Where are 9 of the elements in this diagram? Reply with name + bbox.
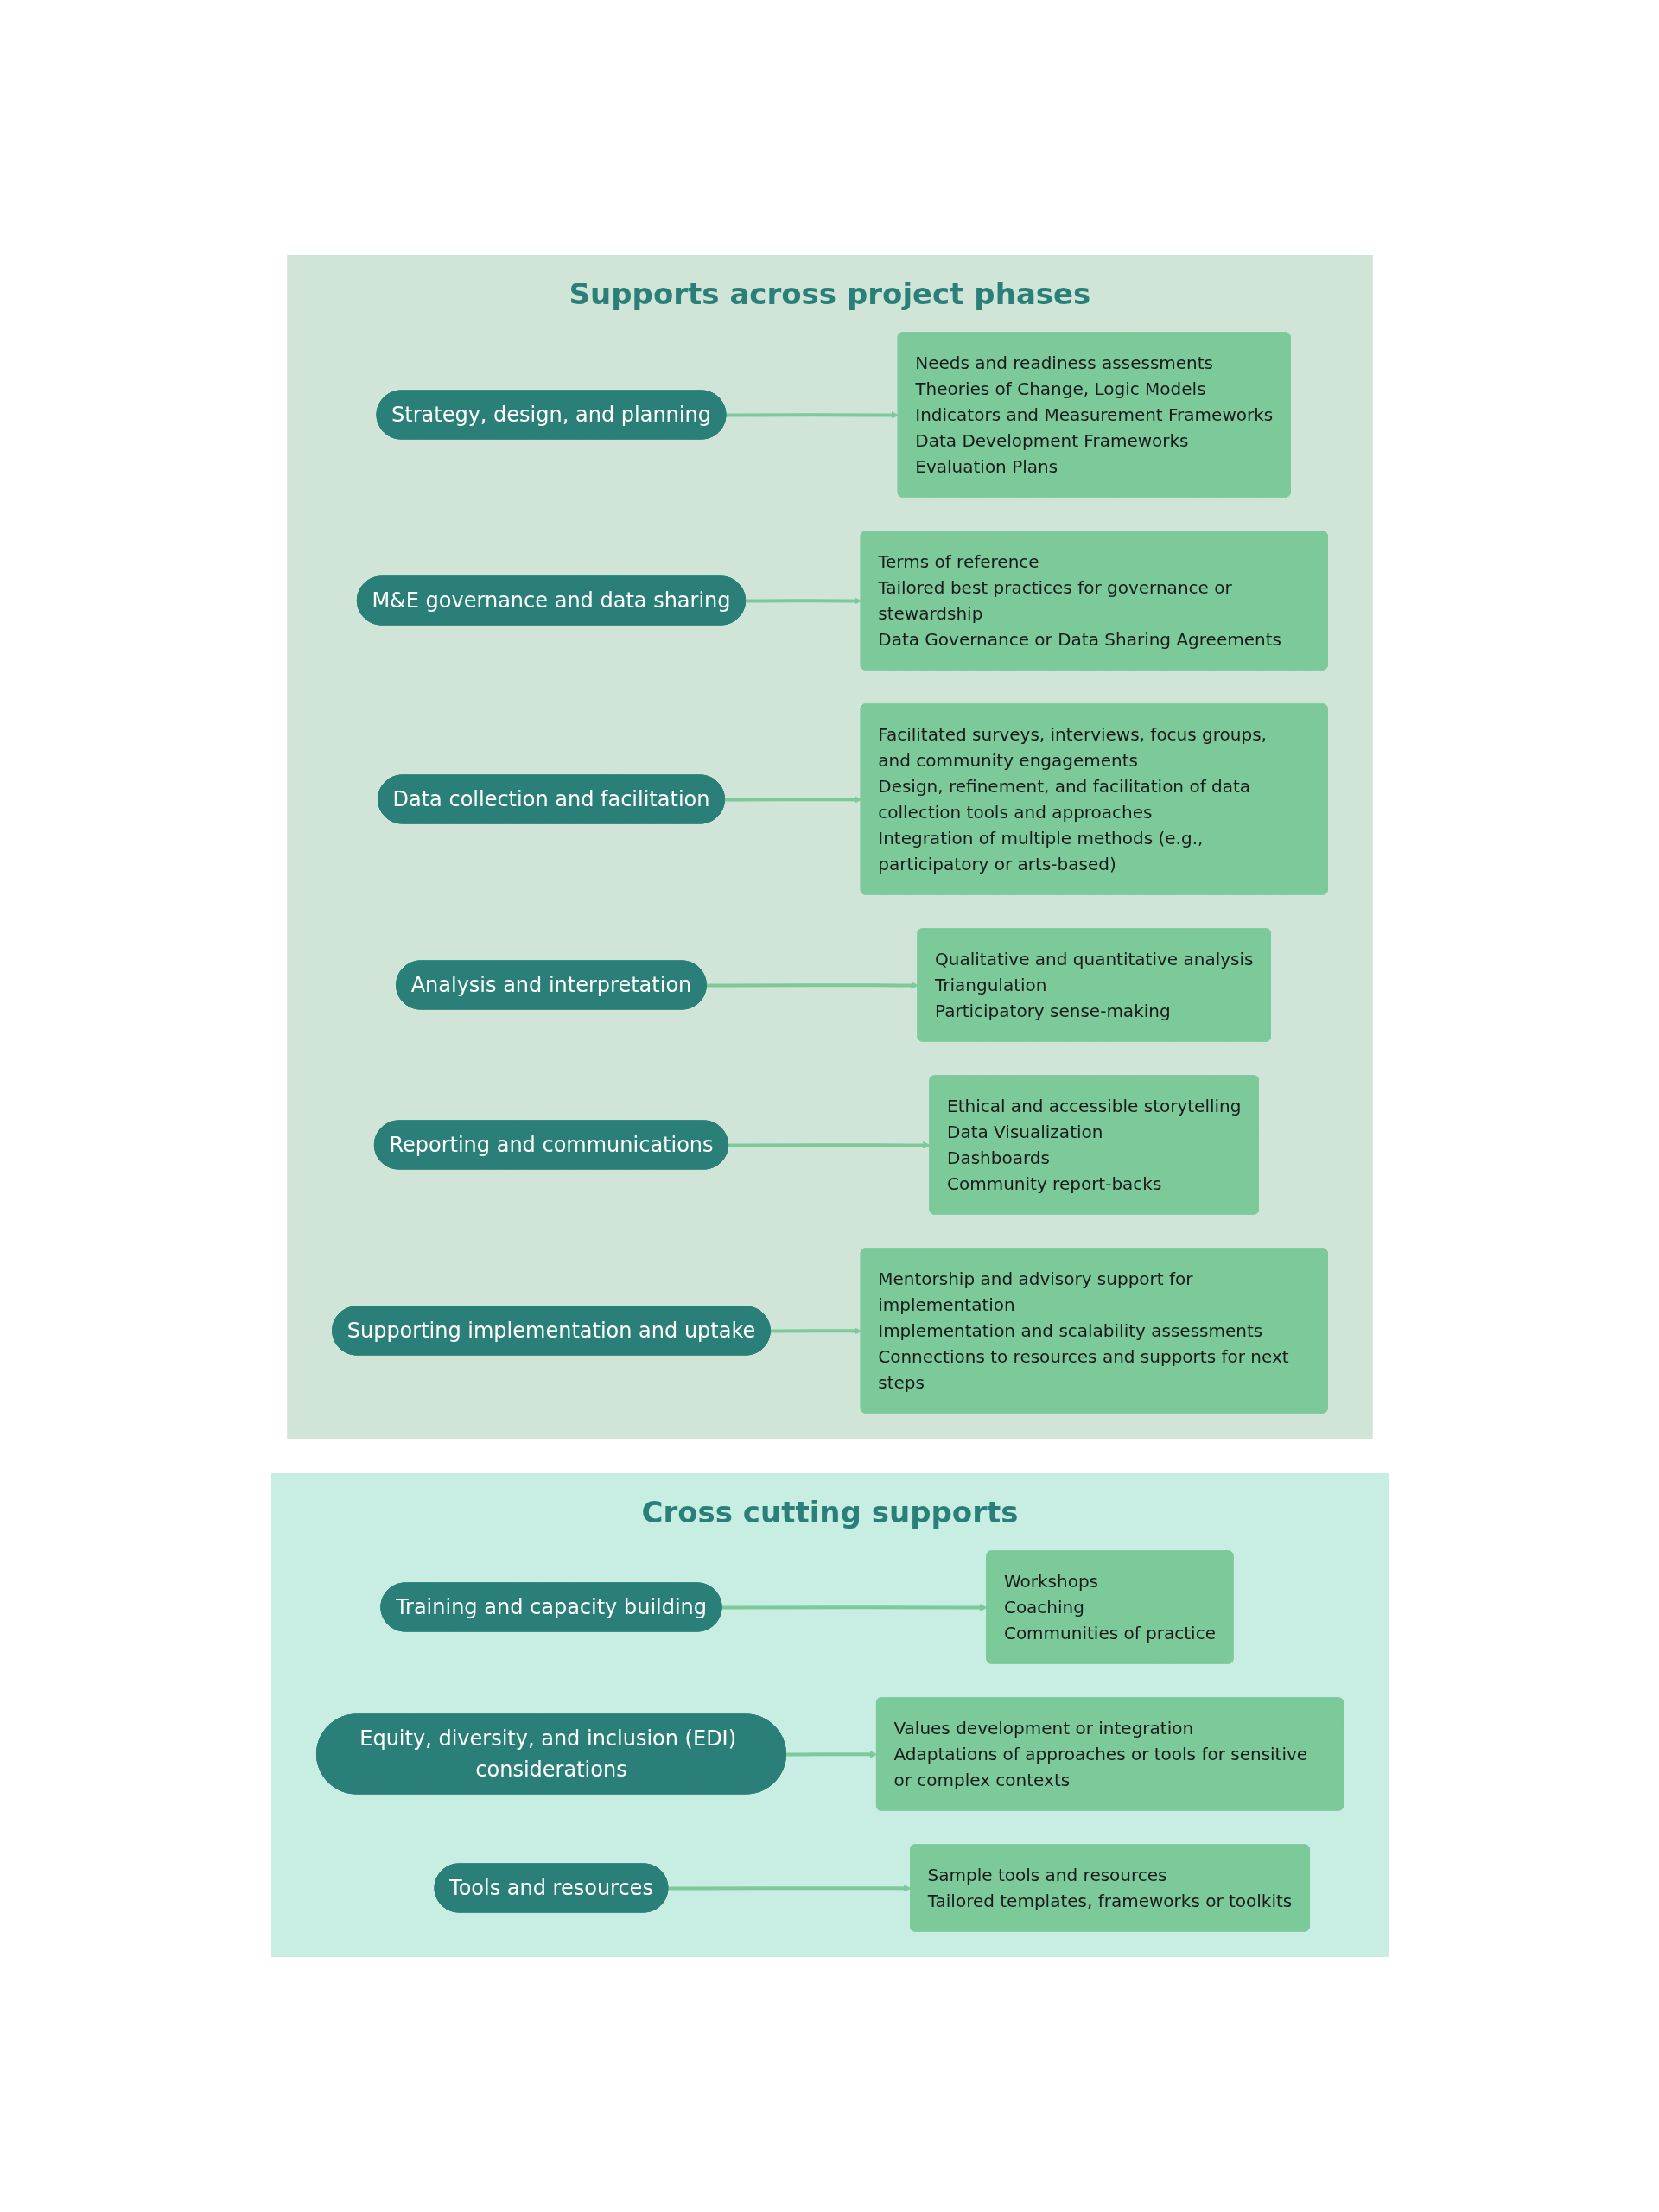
- arrow: [667, 1885, 912, 1892]
- arrow: [725, 411, 899, 419]
- arrow: [721, 1604, 988, 1611]
- arrow: [724, 796, 861, 804]
- arrow: [728, 1141, 931, 1149]
- arrow: [785, 1751, 877, 1758]
- arrow: [770, 1327, 861, 1335]
- arrow: [745, 597, 861, 605]
- arrow: [706, 982, 918, 989]
